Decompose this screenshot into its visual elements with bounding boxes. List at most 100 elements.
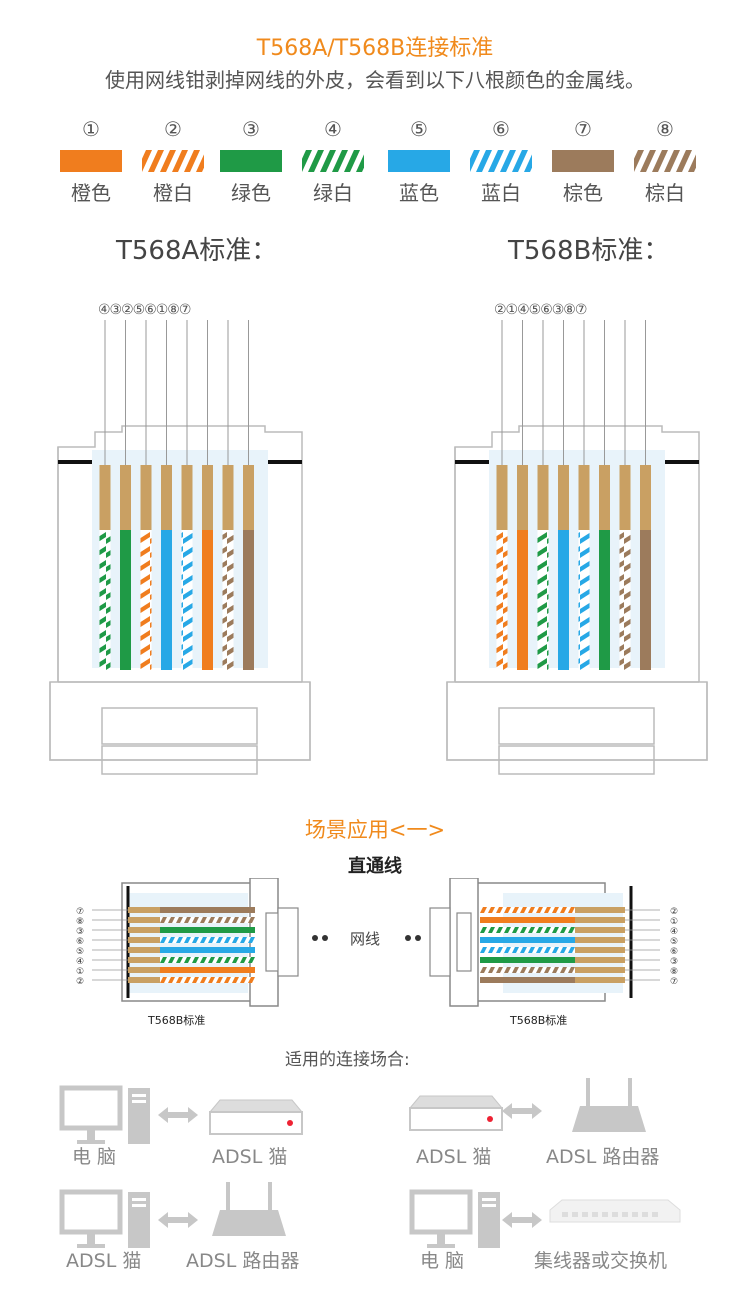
adsl-modem-icon <box>408 1095 504 1131</box>
page-subtitle: 使用网线钳剥掉网线的外皮，会看到以下八根颜色的金属线。 <box>105 68 645 92</box>
pin-contact <box>558 465 569 530</box>
wire-3 <box>599 530 610 670</box>
left-pin-number: ⑦ <box>76 907 84 917</box>
wire-number: ③ <box>242 117 260 141</box>
right-pin-number: ② <box>670 907 678 917</box>
t568a-order-label: ④③②⑤⑥①⑧⑦ <box>98 302 191 318</box>
right-pin-number: ⑥ <box>670 947 678 957</box>
left-pin-number: ① <box>76 967 84 977</box>
scenario2-left-label: ADSL 猫 <box>416 1146 492 1168</box>
t568b-title: T568B标准： <box>508 236 670 266</box>
wire-7 <box>640 530 651 670</box>
connection-scenarios <box>59 1078 681 1248</box>
wire-name: 蓝色 <box>399 181 439 205</box>
left-pin-number: ⑥ <box>76 937 84 947</box>
wire-number: ④ <box>324 117 342 141</box>
wire-1 <box>517 530 528 670</box>
wire-name: 橙白 <box>153 181 193 205</box>
t568b-order-label: ②①④⑤⑥③⑧⑦ <box>494 302 587 318</box>
wire-2 <box>496 530 508 670</box>
right-pin-number: ④ <box>670 927 678 937</box>
wire-5 <box>558 530 569 670</box>
scenario2-right-label: ADSL 路由器 <box>546 1146 660 1168</box>
wire-2 <box>140 530 152 670</box>
pin-contact <box>599 465 610 530</box>
router-icon <box>572 1078 646 1132</box>
wire-name: 橙色 <box>71 181 111 205</box>
cable-dot <box>415 935 421 941</box>
cable-dot <box>312 935 318 941</box>
bidirectional-arrow-icon <box>502 1103 542 1119</box>
left-small-plug <box>92 878 299 1007</box>
pin-contact <box>578 465 590 530</box>
wire-name: 棕色 <box>563 181 603 205</box>
wire-swatch <box>388 150 450 172</box>
wire-number: ⑤ <box>410 117 428 141</box>
cable-dot <box>322 935 328 941</box>
pin-contact <box>222 465 234 530</box>
wire-8 <box>222 530 234 670</box>
right-small-plug <box>429 878 660 1007</box>
wire-7 <box>243 530 254 670</box>
wire-name: 绿白 <box>313 181 353 205</box>
wire-number: ⑧ <box>656 117 674 141</box>
left-plug-label: T568B标准 <box>148 1014 206 1027</box>
pin-contact <box>202 465 213 530</box>
wire-8 <box>619 530 631 670</box>
left-pin-number: ⑧ <box>76 917 84 927</box>
right-pin-number: ① <box>670 917 678 927</box>
right-pin-number: ③ <box>670 957 678 967</box>
pin-contact <box>619 465 631 530</box>
wire-swatch <box>60 150 122 172</box>
wire-number: ⑦ <box>574 117 592 141</box>
wire-3 <box>120 530 131 670</box>
scenario4-left-label: 电 脑 <box>420 1250 465 1272</box>
computer-icon <box>59 1085 150 1144</box>
cable-dot <box>405 935 411 941</box>
pin-contact <box>99 465 111 530</box>
wire-number: ② <box>164 117 182 141</box>
b-connector-body <box>446 425 708 775</box>
right-pin-number: ⑦ <box>670 977 678 987</box>
scenario1-right-label: ADSL 猫 <box>212 1146 288 1168</box>
scene-title: 场景应用<一> <box>304 818 446 842</box>
pin-contact <box>243 465 254 530</box>
left-pin-number: ④ <box>76 957 84 967</box>
pin-contact <box>496 465 508 530</box>
wire-6 <box>578 530 590 670</box>
wire-number: ① <box>82 117 100 141</box>
wire-name: 绿色 <box>231 181 271 205</box>
computer-icon <box>59 1189 150 1248</box>
switch-icon <box>549 1199 681 1223</box>
wire-swatch <box>220 150 282 172</box>
wire-4 <box>99 530 111 670</box>
computer-icon <box>409 1189 500 1248</box>
wire-name: 棕白 <box>645 181 685 205</box>
wire-swatch <box>302 150 364 172</box>
right-pin-number: ⑤ <box>670 937 678 947</box>
applicable-title: 适用的连接场合: <box>285 1050 410 1070</box>
page-title: T568A/T568B连接标准 <box>256 36 494 61</box>
left-pin-number: ⑤ <box>76 947 84 957</box>
pin-contact <box>181 465 193 530</box>
scenario1-left-label: 电 脑 <box>72 1146 117 1168</box>
pin-contact <box>120 465 131 530</box>
pin-contact <box>537 465 549 530</box>
bidirectional-arrow-icon <box>158 1212 198 1228</box>
pin-contact <box>640 465 651 530</box>
pin-contact <box>140 465 152 530</box>
t568b-connector-diagram <box>446 320 708 775</box>
wire-swatch <box>552 150 614 172</box>
left-pin-number: ② <box>76 977 84 987</box>
t568a-title: T568A标准： <box>116 236 278 266</box>
right-pin-number: ⑧ <box>670 967 678 977</box>
wire-1 <box>202 530 213 670</box>
wire-number: ⑥ <box>492 117 510 141</box>
adsl-modem-icon <box>208 1099 304 1135</box>
bidirectional-arrow-icon <box>158 1107 198 1123</box>
scenario3-right-label: ADSL 路由器 <box>186 1250 300 1272</box>
scenario4-right-label: 集线器或交换机 <box>534 1250 668 1272</box>
left-pin-number: ③ <box>76 927 84 937</box>
scenario3-left-label: ADSL 猫 <box>66 1250 142 1272</box>
